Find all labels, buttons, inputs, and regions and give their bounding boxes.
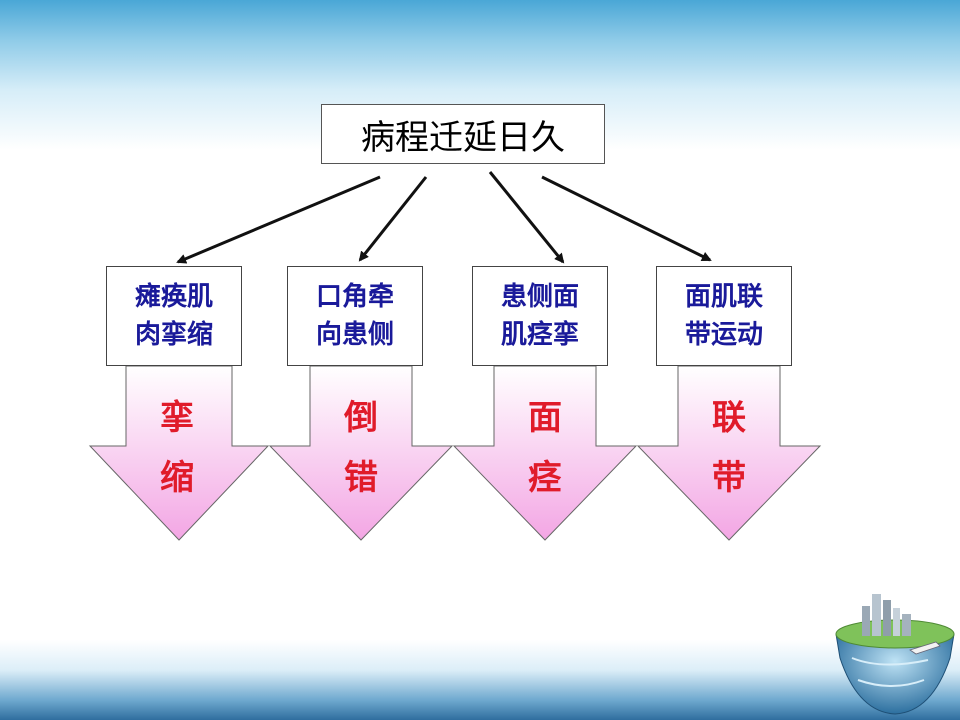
city-globe-icon <box>835 594 955 715</box>
sub-box-1: 瘫痪肌 肉挛缩 <box>106 266 242 366</box>
top-box: 病程迁延日久 <box>321 104 605 164</box>
sub-box-4-line2: 带运动 <box>684 320 763 350</box>
sub-box-2: 口角牵 向患侧 <box>287 266 423 366</box>
sub-box-2-line1: 口角牵 <box>315 282 394 312</box>
arrow-3-char2: 痉 <box>528 458 562 498</box>
sub-box-4: 面肌联 带运动 <box>656 266 792 366</box>
down-arrow-3 <box>452 365 638 541</box>
arrow-4-char1: 联 <box>712 398 746 438</box>
sub-box-1-line2: 肉挛缩 <box>134 320 213 350</box>
down-arrow-2 <box>268 365 454 541</box>
arrow-2-char1: 倒 <box>344 398 378 438</box>
arrow-1-char1: 挛 <box>160 398 194 438</box>
down-arrow-1 <box>88 365 270 541</box>
connector-arrow-2 <box>358 176 428 262</box>
connector-arrow-3 <box>488 171 565 264</box>
sub-box-3: 患侧面 肌痉挛 <box>472 266 608 366</box>
sub-box-1-line1: 瘫痪肌 <box>134 282 213 312</box>
down-arrow-4 <box>636 365 822 541</box>
arrow-2-label: 倒 错 <box>331 388 391 508</box>
arrow-1-char2: 缩 <box>160 458 194 498</box>
sub-box-3-line1: 患侧面 <box>500 282 579 312</box>
top-box-label: 病程迁延日久 <box>361 117 565 158</box>
sub-box-3-line2: 肌痉挛 <box>500 320 579 350</box>
connector-arrow-4 <box>541 175 712 262</box>
arrow-4-char2: 带 <box>712 458 746 498</box>
arrow-3-char1: 面 <box>528 398 562 438</box>
sub-box-4-line1: 面肌联 <box>684 282 763 312</box>
sub-box-2-line2: 向患侧 <box>315 320 394 350</box>
arrow-4-label: 联 带 <box>699 388 759 508</box>
arrow-2-char2: 错 <box>344 458 378 498</box>
arrow-3-label: 面 痉 <box>515 388 575 508</box>
connector-arrow-1 <box>176 175 381 264</box>
arrow-1-label: 挛 缩 <box>147 388 207 508</box>
